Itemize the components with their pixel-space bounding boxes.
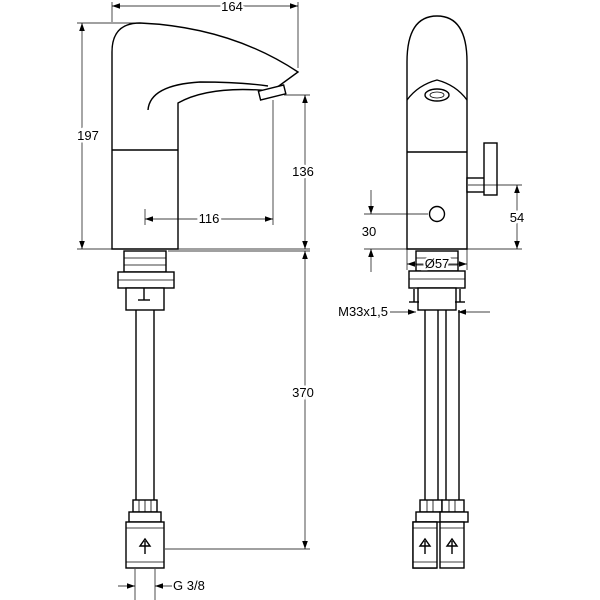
dim-sensor-height: 30 [362, 224, 376, 239]
flow-arrow-icon-left [418, 537, 432, 554]
dim-connection-thread: G 3/8 [173, 578, 205, 593]
dim-spout-reach: 116 [199, 211, 220, 226]
front-view-dimensions: 30 54 Ø57 M33x1,5 [338, 184, 527, 319]
spout-underside-curve [147, 81, 269, 111]
dim-overall-width: 164 [221, 0, 243, 14]
hose-end-fitting-left [412, 499, 445, 569]
dim-mounting-thread: M33x1,5 [338, 304, 388, 319]
faucet-body-outline [111, 22, 300, 250]
front-body-outline [406, 15, 468, 250]
hose-end-fitting [125, 499, 165, 569]
front-aerator [424, 88, 450, 102]
sensor-window [428, 205, 446, 223]
hose-end-fitting-right [439, 499, 469, 569]
mounting-shank [123, 250, 167, 273]
flow-arrow-icon [138, 537, 152, 554]
dim-base-diameter: Ø57 [425, 256, 450, 271]
front-spout-curve [406, 79, 468, 101]
side-view [111, 22, 300, 569]
front-view [406, 15, 498, 569]
front-fixing-nut [408, 270, 466, 289]
stud-holder [125, 287, 165, 311]
dim-hose-length: 370 [292, 385, 314, 400]
front-stud-holder [417, 287, 457, 311]
flow-arrow-icon-right [445, 537, 459, 554]
dim-lever-height: 54 [510, 210, 524, 225]
dim-spout-height: 136 [292, 164, 314, 179]
aerator [257, 84, 287, 101]
dim-overall-height: 197 [77, 128, 99, 143]
lever-handle [483, 142, 498, 196]
side-view-dimensions: 164 197 136 116 370 G 3/8 [75, 0, 316, 600]
